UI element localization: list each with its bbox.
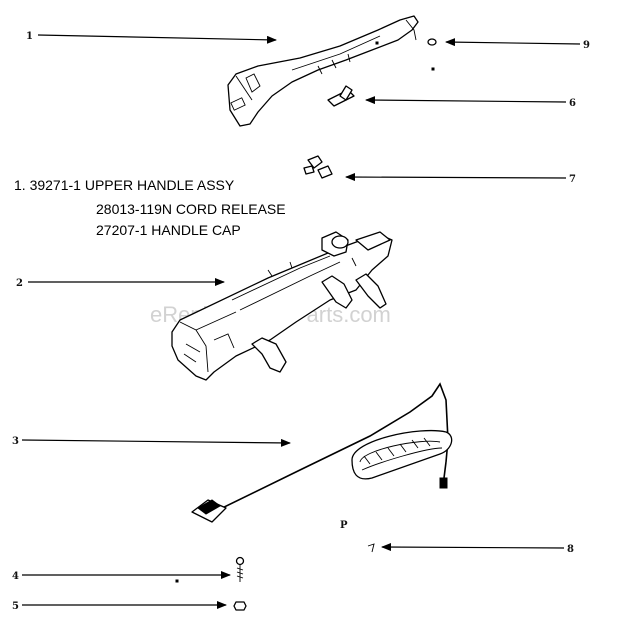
- legend-line-3: 27207-1 HANDLE CAP: [96, 222, 241, 238]
- handle-cap-part: [303, 155, 333, 179]
- callout-3: 3: [12, 436, 19, 447]
- callout-1: 1: [26, 31, 33, 42]
- leader-3: [21, 438, 291, 447]
- o-ring-part: [427, 38, 437, 46]
- legend-line-1: 1. 39271-1 UPPER HANDLE ASSY: [14, 177, 235, 193]
- speck-mark: [175, 579, 179, 583]
- callout-7: 7: [569, 174, 576, 185]
- lower-handle-part: [171, 231, 393, 381]
- callout-8: 8: [567, 544, 574, 555]
- cord-release-part: [327, 85, 355, 107]
- part-8-mark: [367, 543, 375, 553]
- upper-handle-part: [227, 15, 419, 127]
- callout-5: 5: [12, 601, 19, 612]
- legend-line-2: 28013-119N CORD RELEASE: [96, 201, 286, 217]
- leader-9: [445, 38, 581, 47]
- stray-label-p: P: [340, 520, 348, 531]
- nut-part: [233, 601, 247, 611]
- speck-mark: [375, 41, 379, 45]
- leader-7: [345, 173, 567, 182]
- leader-1: [37, 34, 277, 44]
- callout-6: 6: [569, 98, 576, 109]
- callout-4: 4: [12, 571, 19, 582]
- leader-6: [365, 96, 567, 105]
- power-cord-part: [191, 382, 453, 523]
- speck-mark: [431, 67, 435, 71]
- callout-2: 2: [16, 278, 23, 289]
- leader-8: [381, 543, 565, 552]
- callout-9: 9: [583, 40, 590, 51]
- screw-part: [235, 556, 245, 582]
